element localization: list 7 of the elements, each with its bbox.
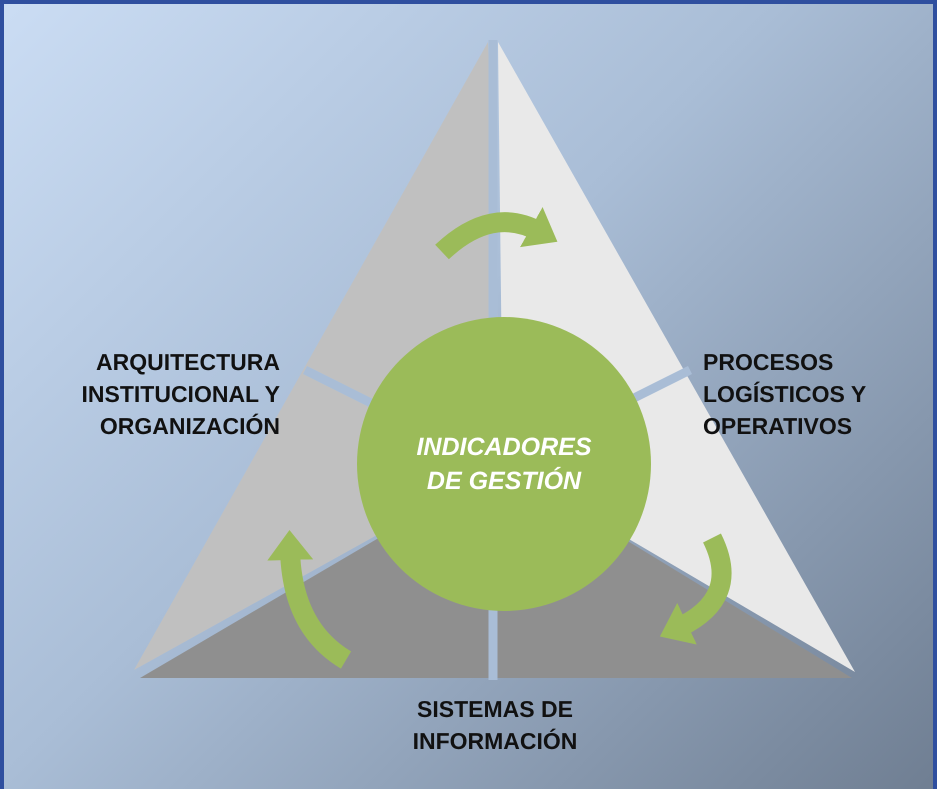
section-label: ARQUITECTURA INSTITUCIONAL Y ORGANIZACIÓN <box>80 348 280 441</box>
curved-arrow <box>660 534 732 644</box>
section-label: SISTEMAS DE INFORMACIÓN <box>412 695 578 756</box>
circle-label: INDICADORES DE GESTIÓN <box>415 432 592 497</box>
section-label: PROCESOS LOGÍSTICOS Y OPERATIVOS <box>703 348 867 441</box>
curved-arrow <box>435 206 558 260</box>
curved-arrow <box>268 530 352 668</box>
